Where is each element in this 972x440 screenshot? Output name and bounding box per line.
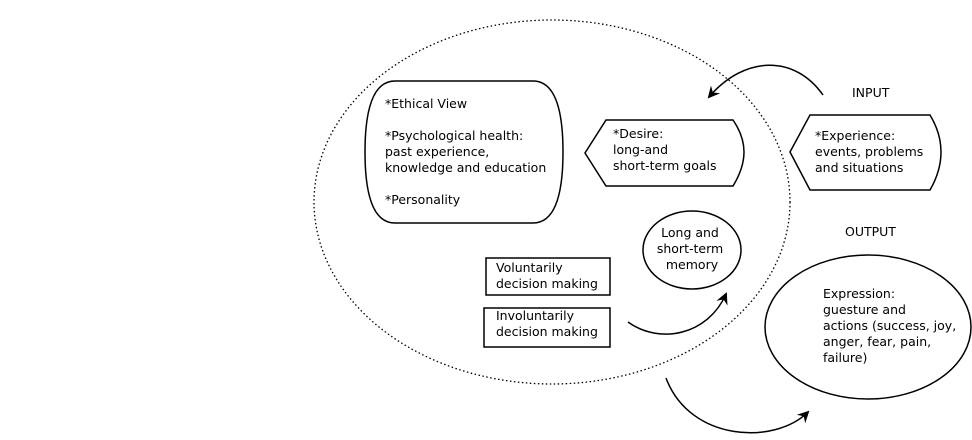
mind-dotted-ellipse bbox=[313, 19, 791, 385]
memory-text: Long and short-term memory bbox=[657, 225, 727, 272]
decision-to-memory-arrow bbox=[627, 292, 728, 335]
traits-text: *Ethical View *Psychological health: pas… bbox=[385, 96, 550, 207]
input-experience-shape bbox=[789, 114, 942, 191]
input-text: *Experience: events, problems and situat… bbox=[815, 128, 927, 175]
voluntary-decision-box bbox=[485, 257, 611, 296]
input-arrow bbox=[707, 64, 824, 99]
involuntary-text: Involuntarily decision making bbox=[496, 308, 598, 339]
voluntary-text: Voluntarily decision making bbox=[496, 260, 598, 291]
output-arrow bbox=[665, 377, 810, 434]
desire-shape bbox=[584, 119, 745, 187]
memory-circle bbox=[642, 210, 742, 290]
desire-text: *Desire: long-and short-term goals bbox=[613, 126, 717, 173]
traits-box bbox=[364, 80, 564, 224]
output-label: OUTPUT bbox=[845, 224, 896, 239]
output-text: Expression: guesture and actions (succes… bbox=[823, 286, 960, 365]
input-label: INPUT bbox=[852, 85, 890, 100]
involuntary-decision-box bbox=[483, 307, 611, 348]
output-expression-ellipse bbox=[764, 254, 972, 400]
